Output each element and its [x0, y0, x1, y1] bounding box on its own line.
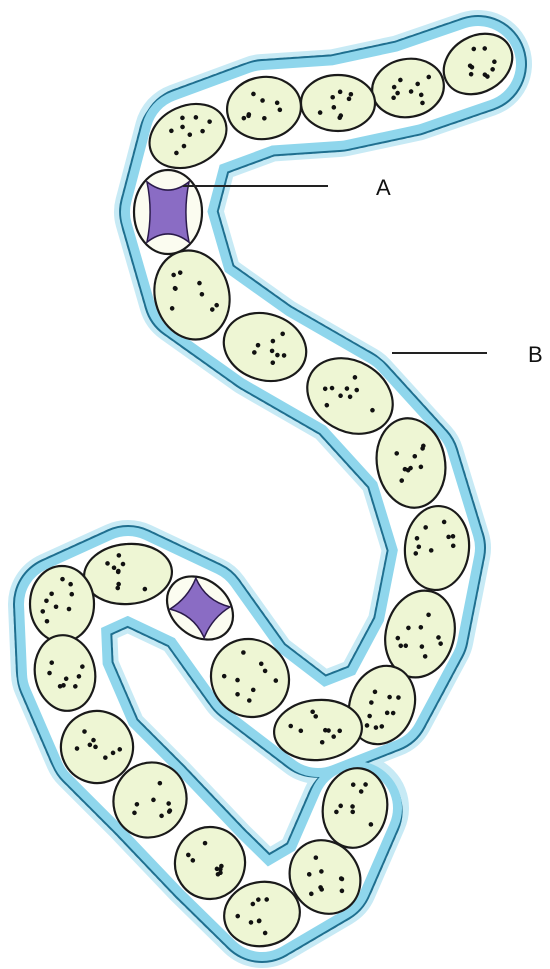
cell-granule-dot: [338, 90, 343, 95]
cell-granule-dot: [330, 95, 335, 100]
vegetative-cell: [301, 75, 375, 131]
cell-granule-dot: [49, 591, 54, 596]
cell-granule-dot: [45, 619, 50, 624]
cell-granule-dot: [40, 609, 45, 614]
heterocyst-core: [147, 182, 189, 242]
cell-granule-dot: [338, 113, 343, 118]
cell-granule-dot: [347, 97, 352, 102]
label-b: B: [528, 342, 543, 367]
cell-granule-dot: [60, 577, 65, 582]
label-a: A: [376, 175, 391, 200]
cell-granule-dot: [54, 604, 59, 609]
cell-granule-dot: [68, 582, 73, 587]
cell-granule-dot: [332, 105, 337, 110]
cell-granule-dot: [349, 92, 354, 97]
vegetative-cell: [30, 566, 94, 642]
cell-granule-dot: [44, 598, 49, 603]
cell-granule-dot: [67, 607, 72, 612]
cell-wall: [301, 75, 375, 131]
cell-granule-dot: [318, 110, 323, 115]
cell-granule-dot: [69, 592, 74, 597]
heterocyst-cell: [134, 170, 202, 254]
